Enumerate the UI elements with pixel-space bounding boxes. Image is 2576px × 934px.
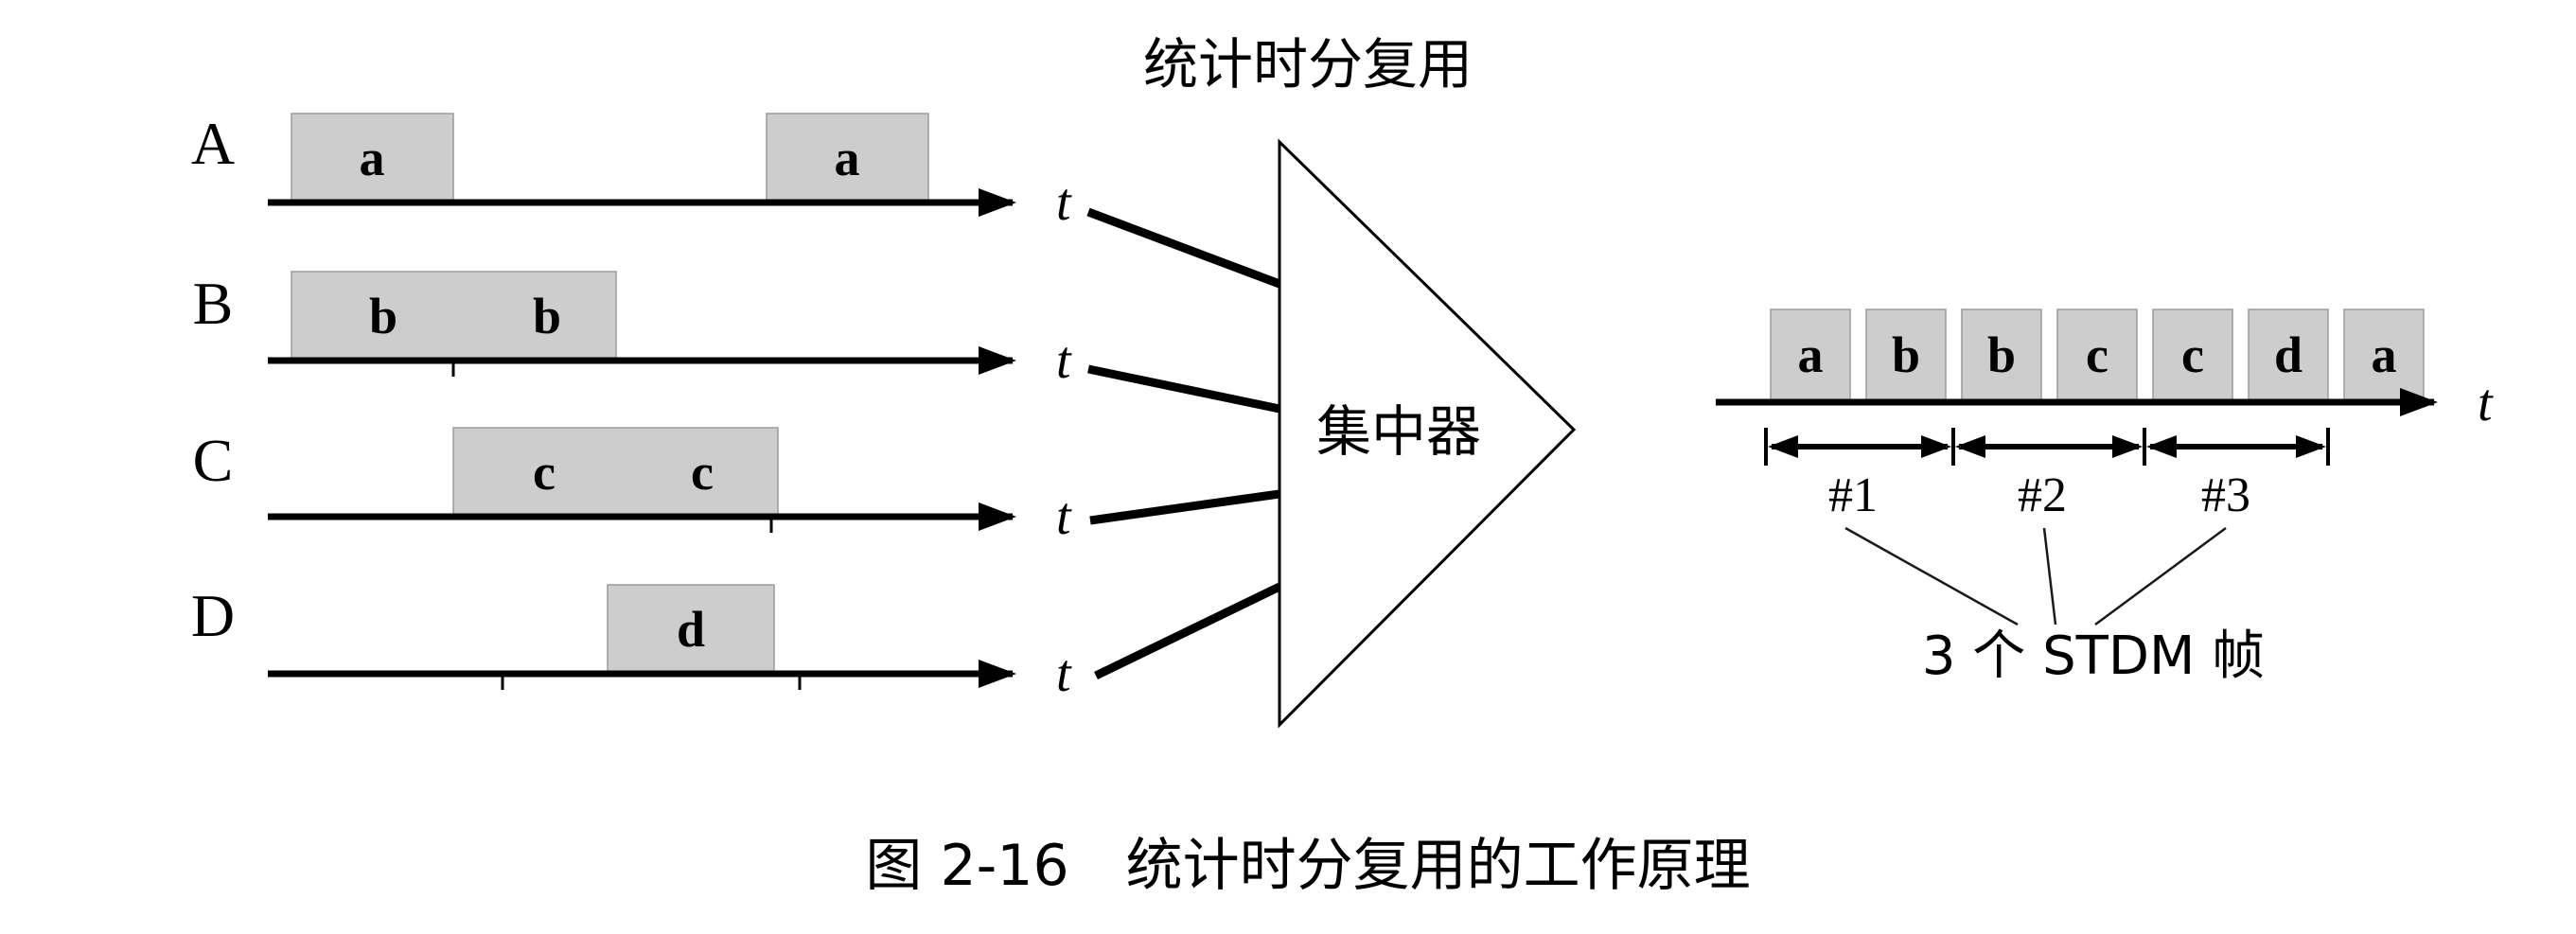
time-axis-label: t xyxy=(2478,374,2494,432)
signal-box-label: a xyxy=(360,130,385,186)
frame-label-3: #3 xyxy=(2201,468,2250,522)
output-slot xyxy=(1770,308,1851,401)
frame-label-1: #1 xyxy=(1828,468,1878,522)
time-axis-label: t xyxy=(1056,487,1072,546)
input-label-c: C xyxy=(193,427,234,494)
time-axis-label: t xyxy=(1056,331,1072,390)
stdm-frames-note: 3 个 STDM 帧 xyxy=(1922,626,2265,687)
time-axis-label: t xyxy=(1056,644,1072,703)
output-slot xyxy=(2152,308,2233,401)
signal-box-label: c xyxy=(691,444,714,501)
signal-box xyxy=(291,271,617,360)
output-slot-label: b xyxy=(1987,326,2016,383)
signal-box xyxy=(607,584,775,673)
connector-line-d xyxy=(1094,582,1281,680)
input-row-b: B b b t xyxy=(193,270,1072,390)
output-slot xyxy=(2343,308,2425,401)
output-section: a b b c c d a t #1 #2 #3 3 个 STDM 帧 xyxy=(1716,308,2494,687)
signal-box-label: c xyxy=(533,444,556,501)
concentrator-triangle xyxy=(1278,138,1577,729)
signal-box xyxy=(766,113,929,202)
input-row-d: D d t xyxy=(191,582,1072,703)
note-pointer-line xyxy=(1844,526,2019,626)
connector-line-a xyxy=(1086,207,1281,289)
signal-box-label: a xyxy=(835,130,860,186)
output-slot-label: b xyxy=(1892,326,1920,383)
signal-box-label: d xyxy=(677,601,705,658)
input-row-a: A a a t xyxy=(191,110,1072,232)
output-slot-label: c xyxy=(2181,326,2204,383)
output-slot-label: c xyxy=(2086,326,2108,383)
input-connectors xyxy=(1086,207,1281,680)
signal-box-label: b xyxy=(369,288,397,344)
frame-label-2: #2 xyxy=(2018,468,2067,522)
concentrator: 集中器 xyxy=(1278,138,1577,729)
output-slot xyxy=(1961,308,2042,401)
time-axis-label: t xyxy=(1056,173,1072,232)
diagram-title: 统计时分复用 xyxy=(1143,32,1473,97)
output-slot xyxy=(2056,308,2138,401)
connector-line-b xyxy=(1087,364,1280,414)
output-slot-label: d xyxy=(2274,326,2303,383)
signal-box xyxy=(291,113,454,202)
signal-box-label: b xyxy=(533,288,561,344)
input-row-c: C c c t xyxy=(193,427,1072,546)
signal-box xyxy=(452,427,779,516)
output-slot xyxy=(1865,308,1947,401)
figure-caption: 图 2-16 统计时分复用的工作原理 xyxy=(865,833,1750,899)
note-pointer-line xyxy=(2042,527,2057,626)
note-pointer-line xyxy=(2094,526,2227,626)
connector-line-c xyxy=(1089,489,1280,525)
output-slot-label: a xyxy=(1798,326,1824,383)
input-label-d: D xyxy=(191,582,235,649)
output-slot xyxy=(2248,308,2329,401)
output-slot-label: a xyxy=(2372,326,2397,383)
input-label-a: A xyxy=(191,110,235,177)
concentrator-label: 集中器 xyxy=(1316,399,1481,464)
input-label-b: B xyxy=(193,270,234,337)
